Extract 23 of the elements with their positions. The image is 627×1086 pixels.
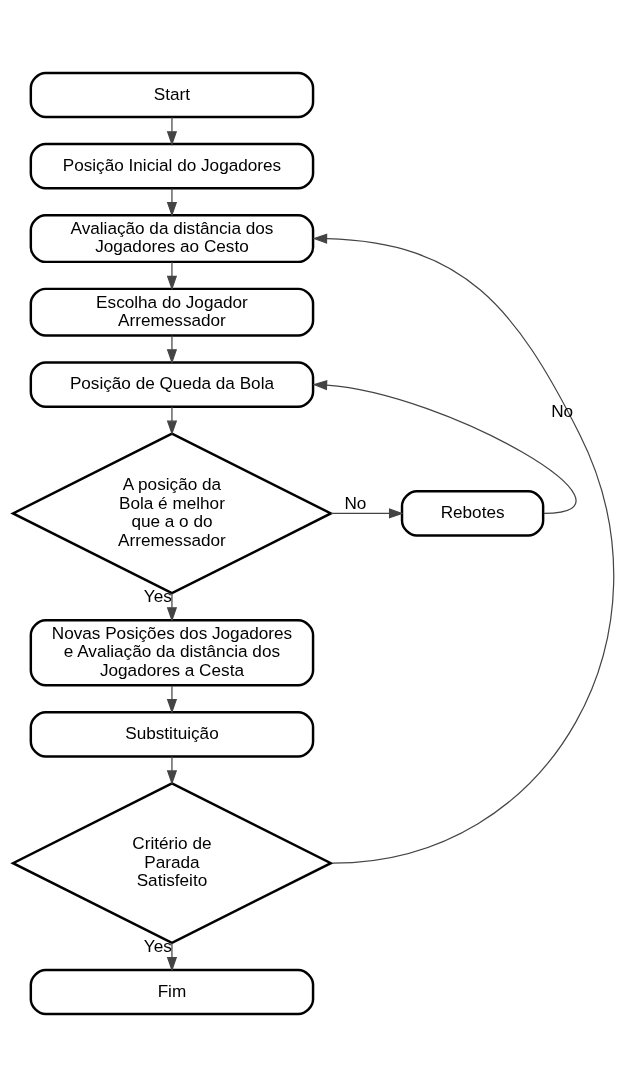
arrow (166, 260, 178, 290)
arrow (330, 507, 404, 519)
arrow (166, 116, 178, 146)
arrow (166, 187, 178, 217)
node-box: Avaliação da distância dos Jogadores ao Cesto (29, 213, 315, 263)
node-box: Posição de Queda da Bola (29, 360, 315, 408)
arrow (166, 592, 178, 622)
arrow (312, 379, 576, 514)
edge-label: No (551, 400, 574, 421)
node-box: Posição Inicial do Jogadores (29, 142, 315, 189)
node-box: Start (29, 71, 315, 118)
node-box: Substituição (29, 710, 315, 758)
arrow (166, 755, 178, 785)
node-box: Fim (29, 968, 315, 1015)
arrow (166, 405, 178, 435)
arrow (166, 941, 178, 972)
arrow (166, 334, 178, 364)
node-box: Escolha do Jogador Arremessador (29, 287, 315, 337)
node-box: Novas Posições dos Jogadores e Avaliação da distância dos Jogadores a Cesta (29, 618, 315, 686)
edge-label: No (344, 492, 367, 513)
arrow (166, 684, 178, 714)
arrow (312, 233, 615, 864)
node-box: Rebotes (400, 489, 545, 537)
